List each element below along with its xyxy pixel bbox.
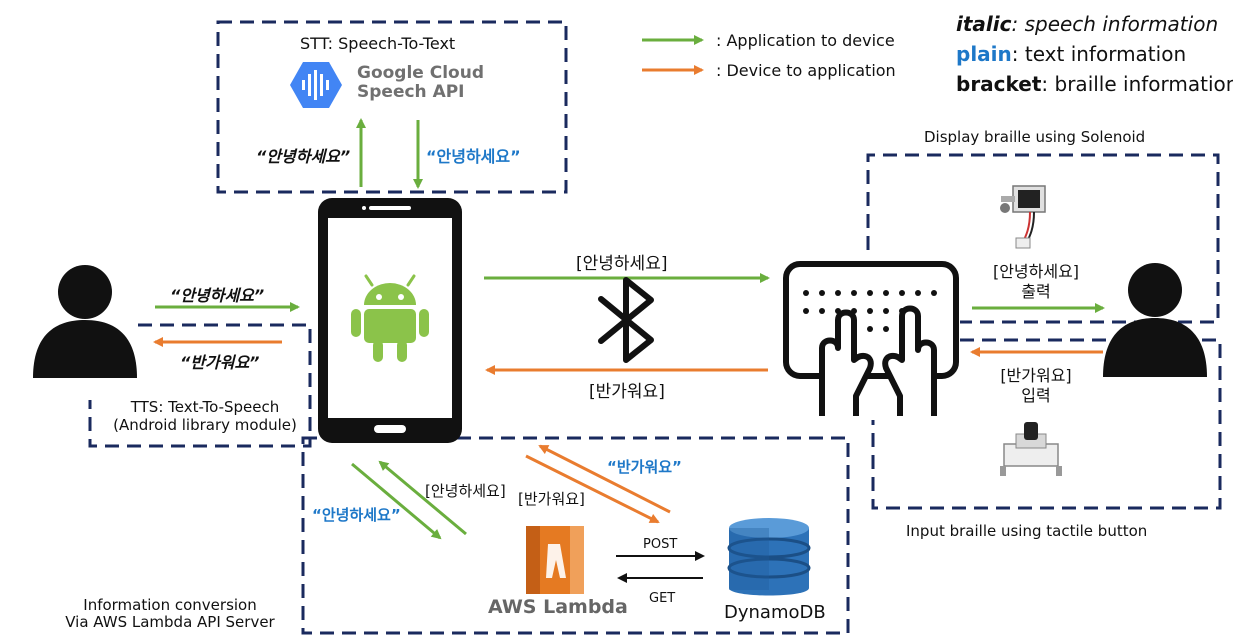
aws-title-line2: Via AWS Lambda API Server xyxy=(65,613,275,631)
google-api-line1: Google Cloud xyxy=(357,63,485,83)
aws-title-line1: Information conversion xyxy=(83,596,257,614)
get-label: GET xyxy=(649,591,676,606)
legend-italic: italic: speech information xyxy=(956,12,1218,36)
right-user-icon xyxy=(1103,263,1207,377)
aws-box xyxy=(301,436,850,635)
bt-braille-to-device-label: [안녕하세요] xyxy=(576,254,668,274)
tts-line2: (Android library module) xyxy=(113,416,297,434)
aws-lambda-icon xyxy=(526,526,584,594)
legend-bracket-desc: : braille information xyxy=(1041,72,1233,96)
google-api-label: Google Cloud Speech API xyxy=(357,64,484,102)
bluetooth-icon xyxy=(598,277,654,363)
legend-app-to-device: : Application to device xyxy=(716,31,895,50)
tts-title: TTS: Text-To-Speech (Android library mod… xyxy=(100,398,310,434)
legend-device-to-app: : Device to application xyxy=(716,61,896,80)
display-braille-title: Display braille using Solenoid xyxy=(924,128,1146,146)
left-user-icon xyxy=(33,265,137,378)
legend-italic-key: italic xyxy=(956,12,1012,36)
tts-box xyxy=(88,323,312,448)
stt-title: STT: Speech-To-Text xyxy=(300,34,456,53)
dynamodb-label: DynamoDB xyxy=(724,602,826,623)
bt-braille-to-app-label: [반가워요] xyxy=(589,382,665,402)
output-braille: [안녕하세요] xyxy=(992,262,1080,281)
legend-plain: plain: text information xyxy=(956,42,1186,66)
solenoid-box xyxy=(866,153,1220,324)
stt-speech-up-label: “안녕하세요” xyxy=(256,147,351,166)
tactile-button-icon xyxy=(1000,422,1062,476)
post-label: POST xyxy=(643,537,678,552)
android-icon xyxy=(351,274,429,362)
tactile-box xyxy=(871,338,1222,510)
output-label: [안녕하세요] 출력 xyxy=(976,262,1096,302)
aws-green-down-arrow xyxy=(351,462,442,540)
input-braille: [반가워요] xyxy=(1000,366,1072,385)
input-braille-title: Input braille using tactile button xyxy=(906,522,1148,540)
stt-box xyxy=(216,20,568,194)
aws-green-text-label: “안녕하세요” xyxy=(312,506,401,524)
google-speech-icon xyxy=(290,62,342,108)
legend-italic-desc: : speech information xyxy=(1011,12,1219,36)
aws-green-up-arrow xyxy=(378,460,467,536)
user-speech-out-label: “반가워요” xyxy=(180,353,260,372)
solenoid-icon xyxy=(1000,185,1046,249)
user-speech-in-label: “안녕하세요” xyxy=(170,286,265,305)
legend-plain-key: plain xyxy=(956,42,1012,66)
legend-bracket: bracket: braille information xyxy=(956,72,1233,96)
output-word: 출력 xyxy=(1021,282,1051,301)
dynamodb-icon xyxy=(727,518,811,596)
aws-orange-up-arrow xyxy=(538,444,671,514)
input-label: [반가워요] 입력 xyxy=(976,366,1096,406)
aws-title: Information conversion Via AWS Lambda AP… xyxy=(40,597,300,631)
aws-orange-braille-label: [반가워요] xyxy=(518,490,585,508)
aws-orange-text-label: “반가워요” xyxy=(607,458,682,476)
stt-text-down-label: “안녕하세요” xyxy=(426,147,521,166)
input-word: 입력 xyxy=(1021,386,1051,405)
braille-keyboard-icon xyxy=(783,261,959,416)
aws-orange-down-arrow xyxy=(525,454,660,524)
legend-bracket-key: bracket xyxy=(956,72,1042,96)
aws-lambda-label: AWS Lambda xyxy=(488,596,628,618)
aws-green-braille-label: [안녕하세요] xyxy=(425,482,506,500)
legend-plain-desc: : text information xyxy=(1011,42,1187,66)
tts-line1: TTS: Text-To-Speech xyxy=(130,398,280,416)
google-api-line2: Speech API xyxy=(357,82,465,102)
